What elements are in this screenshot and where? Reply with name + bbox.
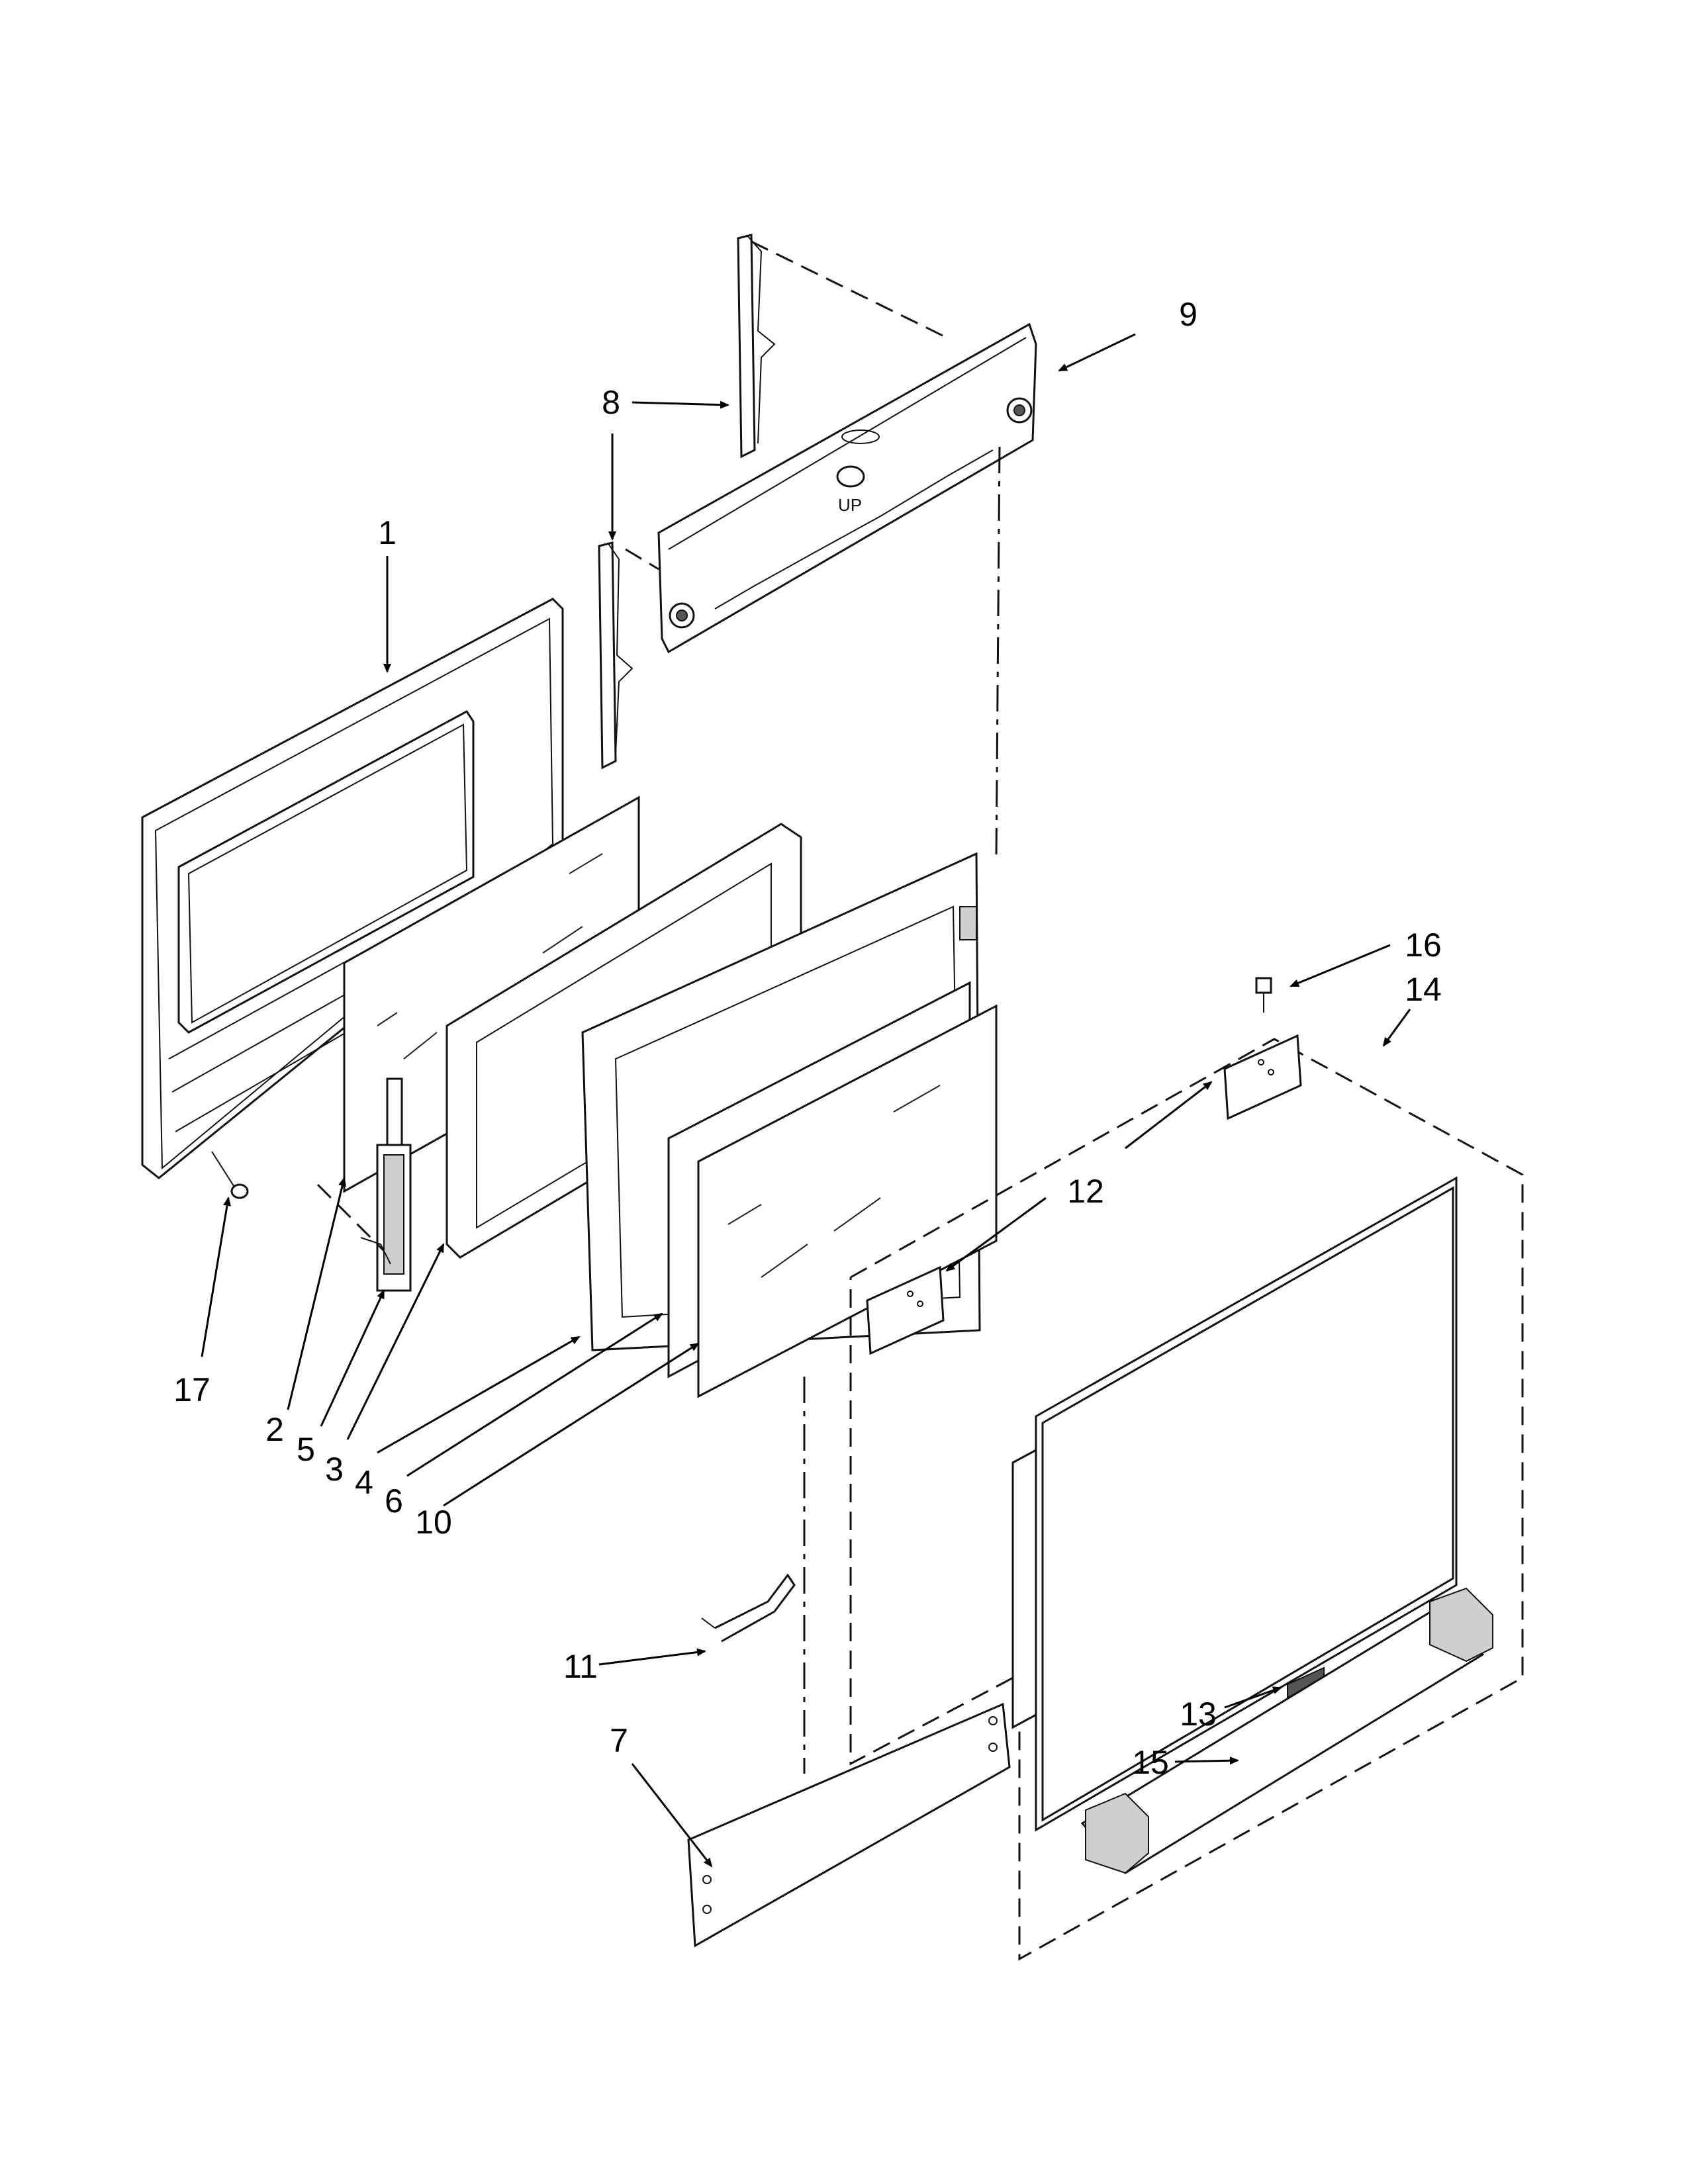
part-11-bracket — [701, 1573, 796, 1643]
callout-9: 9 — [1179, 296, 1197, 333]
part-17-screw — [211, 1151, 249, 1199]
part-5-hinge — [360, 1077, 412, 1292]
callout-16: 16 — [1405, 927, 1442, 964]
part-16-screw — [1255, 977, 1272, 1013]
callout-17: 17 — [173, 1371, 211, 1408]
part-12-hinge-lower — [866, 1265, 945, 1355]
callout-12: 12 — [1067, 1173, 1104, 1210]
callout-8: 8 — [602, 384, 620, 421]
part-8-bracket-upper — [737, 234, 776, 459]
leader-lines — [201, 333, 1411, 1868]
part-14-assembly-outline — [849, 1038, 1524, 1961]
embossed-up-text: UP — [838, 495, 862, 515]
part-10-glass — [697, 1004, 998, 1398]
callout-1: 1 — [378, 514, 397, 551]
callout-14: 14 — [1405, 971, 1442, 1008]
callout-10: 10 — [415, 1504, 452, 1541]
callout-11: 11 — [563, 1648, 598, 1685]
part-7-bottom-trim — [687, 1702, 1011, 1948]
part-9-vent-trim: UP — [657, 322, 1037, 654]
alignment-lines — [316, 240, 1001, 1774]
part-8-bracket-lower — [598, 541, 633, 770]
callout-2: 2 — [265, 1411, 284, 1448]
part-12-hinge-upper — [1223, 1034, 1302, 1120]
callout-13: 13 — [1180, 1696, 1217, 1733]
callout-15: 15 — [1132, 1744, 1169, 1781]
callout-7: 7 — [610, 1722, 628, 1759]
callout-3: 3 — [325, 1451, 344, 1488]
callout-6: 6 — [385, 1482, 403, 1520]
callout-5: 5 — [297, 1431, 315, 1468]
part-15-handle — [1080, 1587, 1493, 1874]
outer-door-glass — [1011, 1176, 1458, 1832]
callout-4: 4 — [355, 1464, 373, 1501]
